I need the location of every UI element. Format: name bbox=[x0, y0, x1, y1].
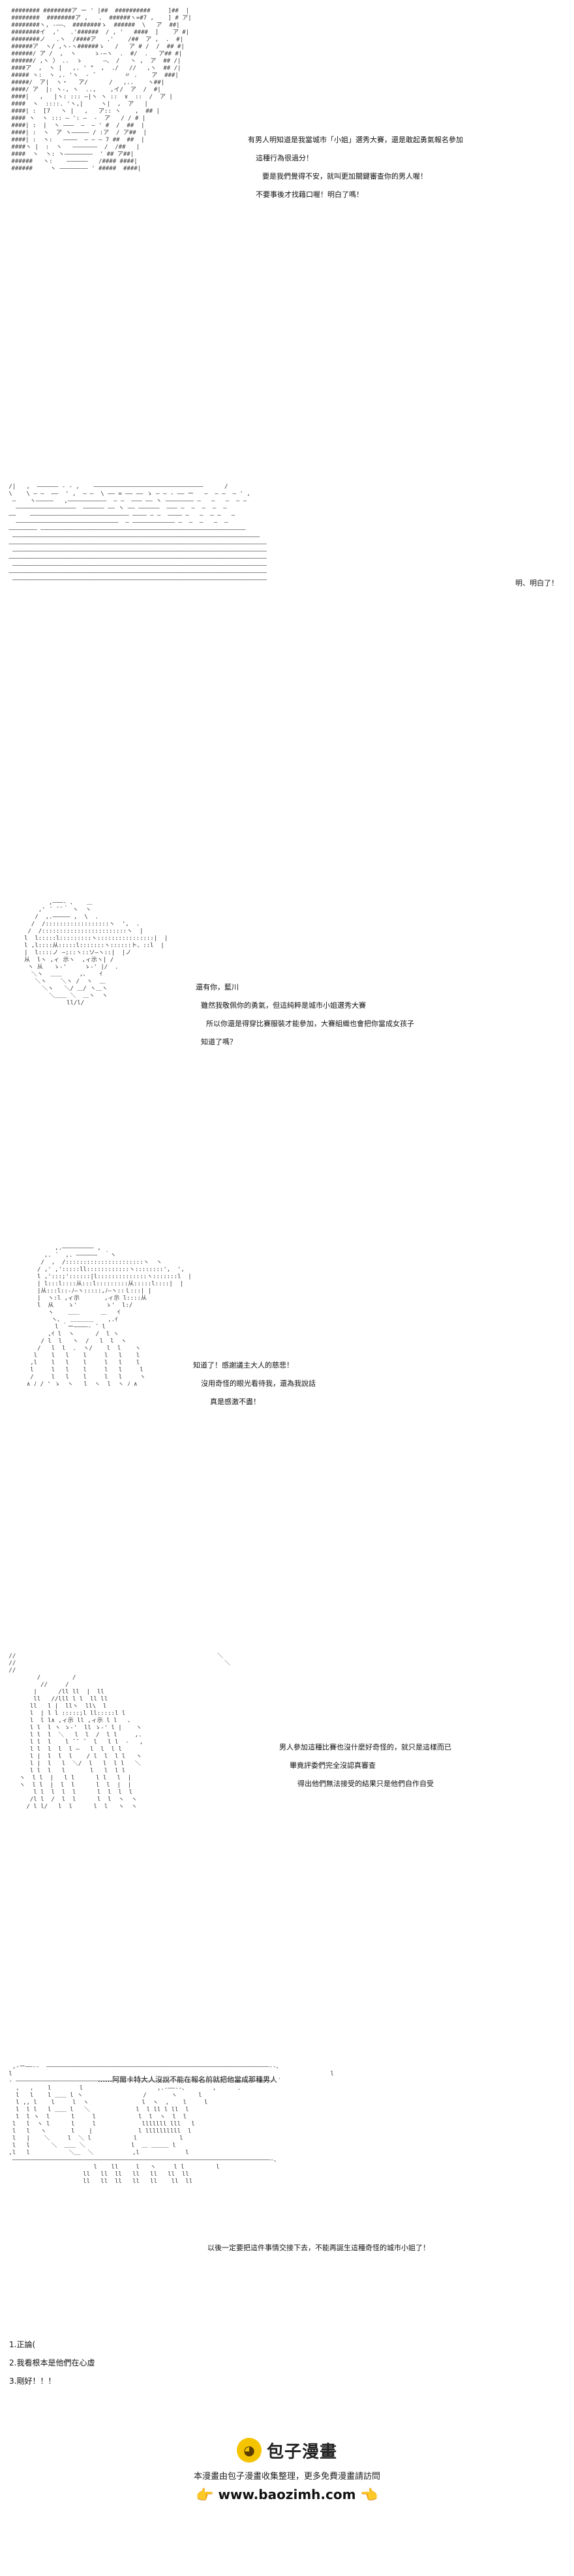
dialog-line: 雖然我敬佩你的勇氣，但這純粹是城市小姐選秀大賽 bbox=[201, 1001, 366, 1010]
dialog-line: 不要事後才找藉口喔！明白了嗎！ bbox=[256, 190, 363, 199]
dialog-line: 得出他們無法接受的結果只是他們自作自受 bbox=[297, 1779, 434, 1788]
footnote: 3.剛好！！！ bbox=[9, 2377, 56, 2386]
ascii-art-3: ,―――‐ 、 ＿ ,' ´ ̄ ̄ ｀ ヽ ヽ / ,.――――― , \ .… bbox=[24, 900, 168, 1006]
dialog-line: 男人參加這種比賽也沒什麼好奇怪的，就只是這樣而已 bbox=[279, 1743, 451, 1751]
brand-url-text[interactable]: www.baozimh.com bbox=[218, 2487, 356, 2502]
dialog-line: 明、明白了！ bbox=[515, 579, 558, 587]
pointing-hand-icon: 👈 bbox=[360, 2487, 378, 2504]
dialog-line: ……阿爾卡特大人沒說不能在報名前就把他當成那種男人 bbox=[98, 2075, 277, 2084]
dialog-line: 這種行為很過分！ bbox=[256, 154, 313, 162]
ascii-art-1: ######## ########ア ー ' |## ########## ]#… bbox=[11, 8, 192, 172]
dialog-line: 有男人明知道是我當城市「小姐」選秀大賽，還是敢起勇氣報名參加 bbox=[248, 136, 463, 144]
dialog-line: 知道了嗎？ bbox=[201, 1038, 237, 1046]
brand-tagline: 本漫畫由包子漫畫收集整理，更多免費漫畫請訪問 bbox=[193, 2472, 380, 2481]
ascii-art-6: ,-ー――‐‐ ――――――――――――――――――――――――――――――――… bbox=[8, 2064, 334, 2185]
ascii-art-2: /| , ―――――― ‐ ‐ , ――――――――――――――――――――――… bbox=[8, 484, 267, 583]
dialog-line: 以後一定要把這件事情交接下去，不能再誕生這種奇怪的城市小姐了！ bbox=[207, 2244, 430, 2252]
footnotes: 1.正論( 2.我看根本是他們在心虛 3.剛好！！！ bbox=[9, 2340, 95, 2395]
dialog-line: 知道了！感謝議主大人的慈悲！ bbox=[193, 1361, 294, 1369]
brand-name: 包子漫畫 bbox=[266, 2442, 337, 2462]
dialog-panel-6-top: ……阿爾卡特大人沒說不能在報名前就把他當成那種男人 bbox=[98, 2075, 277, 2094]
brand-logo[interactable]: ◕ 包子漫畫 bbox=[236, 2438, 337, 2463]
dialog-line: 畢竟評委們完全沒認真審查 bbox=[290, 1761, 376, 1770]
footnote: 1.正論( bbox=[9, 2340, 36, 2349]
ascii-art-5: // ＼ // ＼ // / / // / | /ll ll | ll bbox=[8, 1653, 230, 1810]
dialog-line: 還有你，藍川 bbox=[196, 983, 239, 991]
footnote: 2.我看根本是他們在心虛 bbox=[9, 2358, 95, 2367]
pointing-hand-icon: 👉 bbox=[196, 2487, 214, 2504]
dialog-line: 真是感激不盡！ bbox=[210, 1398, 260, 1406]
dialog-line: 沒用奇怪的眼光看待我，還為我說話 bbox=[201, 1379, 316, 1388]
dialog-panel-1: 有男人明知道是我當城市「小姐」選秀大賽，還是敢起勇氣報名參加 這種行為很過分！ … bbox=[248, 136, 463, 209]
dialog-panel-2: 明、明白了！ bbox=[515, 579, 558, 597]
brand-url[interactable]: 👉 www.baozimh.com 👈 bbox=[0, 2487, 574, 2504]
dialog-panel-3: 還有你，藍川 雖然我敬佩你的勇氣，但這純粹是城市小姐選秀大賽 所以你還是得穿比賽… bbox=[196, 983, 414, 1056]
dialog-panel-5: 男人參加這種比賽也沒什麼好奇怪的，就只是這樣而已 畢竟評委們完全沒認真審查 得出… bbox=[279, 1743, 451, 1798]
brand-footer: ◕ 包子漫畫 本漫畫由包子漫畫收集整理，更多免費漫畫請訪問 👉 www.baoz… bbox=[0, 2438, 574, 2504]
baozi-icon: ◕ bbox=[236, 2438, 262, 2463]
ascii-art-4: ,.――――――――― , ,. ´ ,. ―――――― ｀ヽ / , /:::… bbox=[26, 1245, 192, 1388]
dialog-line: 所以你還是得穿比賽服裝才能參加，大賽組織也會把你當成女孩子 bbox=[206, 1019, 414, 1028]
dialog-panel-4: 知道了！感謝議主大人的慈悲！ 沒用奇怪的眼光看待我，還為我說話 真是感激不盡！ bbox=[193, 1361, 316, 1416]
dialog-line: 要是我們覺得不安，就叫更加關鍵審查你的男人喔！ bbox=[262, 172, 427, 181]
dialog-panel-6-bottom: 以後一定要把這件事情交接下去，不能再誕生這種奇怪的城市小姐了！ bbox=[207, 2244, 430, 2262]
